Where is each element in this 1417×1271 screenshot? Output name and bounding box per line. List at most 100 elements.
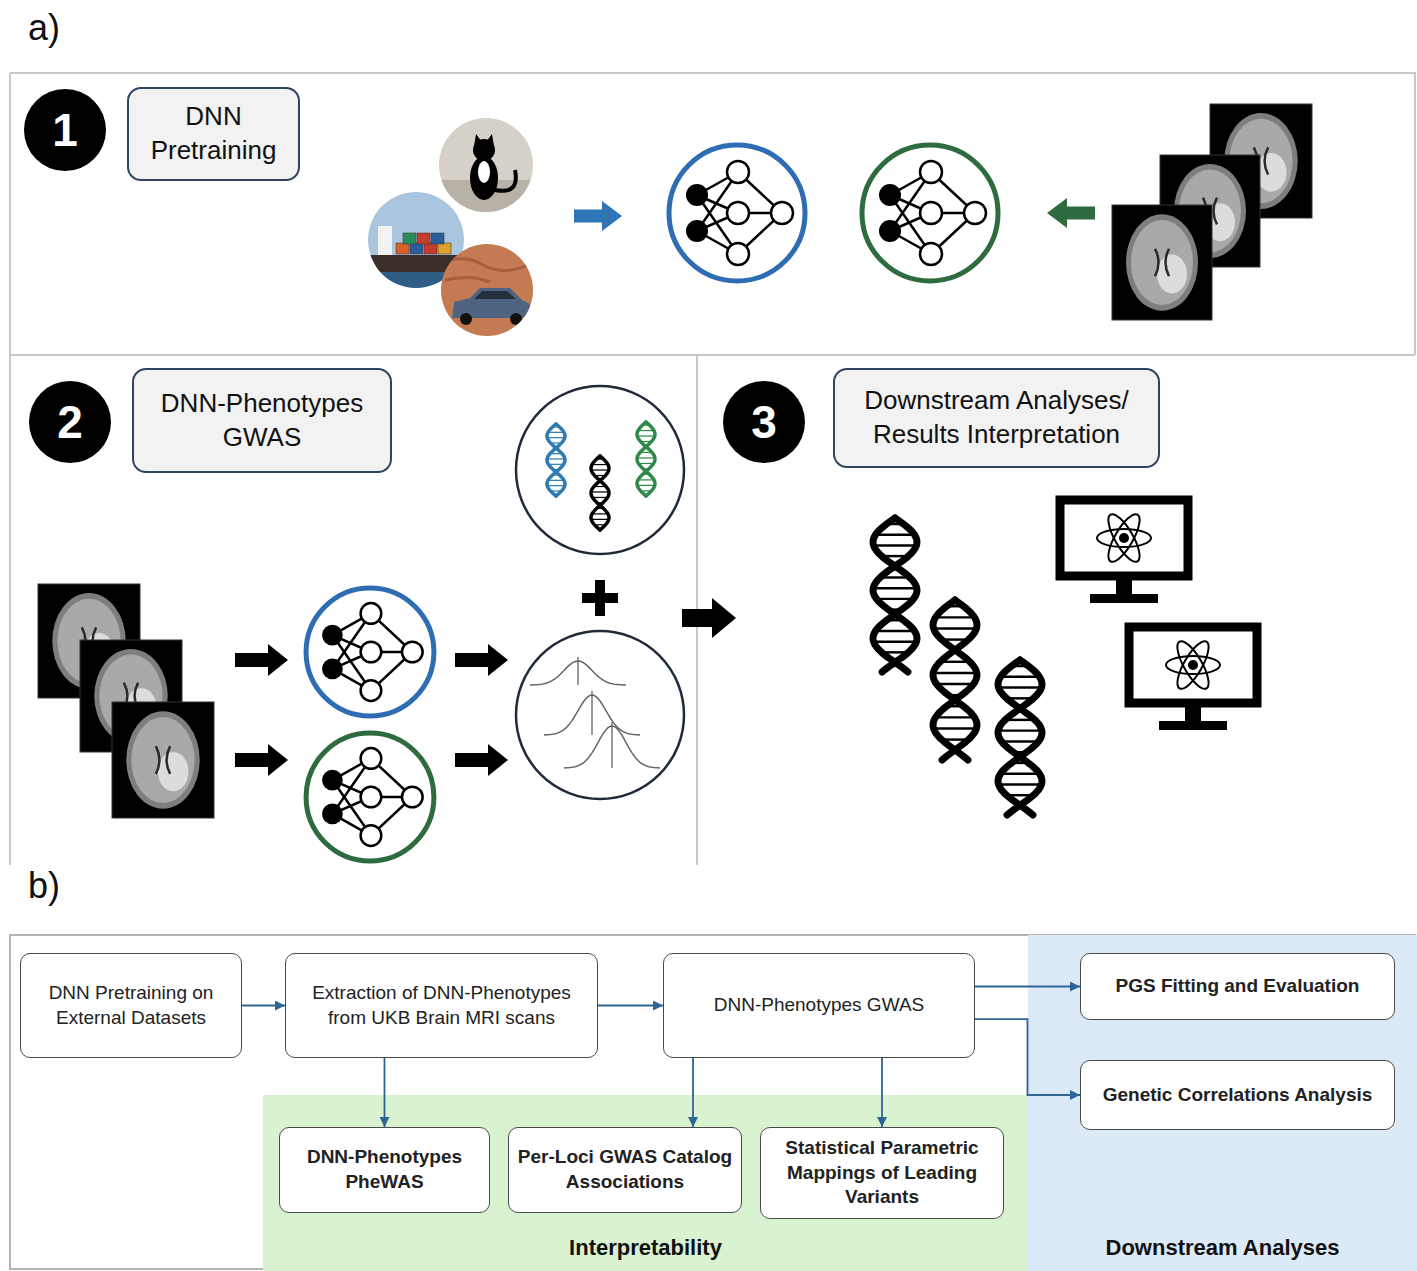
dna-rung bbox=[1000, 772, 1039, 774]
flow-arrow bbox=[455, 744, 508, 776]
dna-strand bbox=[933, 600, 977, 760]
flow-connector bbox=[598, 1005, 663, 1007]
dna-strand bbox=[547, 424, 565, 496]
dna-rung bbox=[935, 616, 974, 618]
box-label: DNN-Phenotypes GWAS bbox=[144, 387, 380, 455]
dna-rung bbox=[934, 727, 977, 729]
dna-strand bbox=[873, 518, 917, 672]
atom-orbit bbox=[1172, 637, 1215, 693]
network-ring bbox=[306, 733, 434, 861]
dna-rung bbox=[547, 485, 565, 486]
network-input bbox=[686, 220, 708, 242]
atom-orbit bbox=[1166, 656, 1220, 674]
network-input bbox=[322, 804, 343, 825]
dna-rung bbox=[637, 457, 655, 458]
network-unit bbox=[920, 243, 942, 265]
ship-container bbox=[403, 233, 416, 244]
dna-rung bbox=[876, 598, 913, 600]
atom-orbit bbox=[1172, 637, 1215, 693]
step-number-text: 3 bbox=[751, 399, 777, 445]
cat-ears bbox=[474, 134, 494, 146]
mri-scan bbox=[112, 702, 214, 818]
step-title-box: DNN Pretraining bbox=[127, 87, 300, 181]
monitor-neck bbox=[1185, 707, 1201, 723]
network-icon bbox=[306, 733, 434, 861]
photo-thumbnail bbox=[441, 244, 533, 336]
dna-rung bbox=[637, 435, 655, 436]
box-label: Genetic Correlations Analysis bbox=[1103, 1083, 1373, 1108]
photo-ground bbox=[439, 118, 533, 212]
network-unit bbox=[727, 202, 749, 224]
flow-connector bbox=[881, 1058, 883, 1127]
step-title-box: DNN-Phenotypes GWAS bbox=[132, 368, 392, 473]
process-box: Extraction of DNN-Phenotypes from UKB Br… bbox=[285, 953, 598, 1058]
dna-helix bbox=[933, 600, 977, 760]
monitor-base bbox=[1090, 594, 1158, 603]
mri-background bbox=[1112, 205, 1212, 320]
phenotype-circle bbox=[516, 631, 684, 799]
atom-orbit bbox=[1103, 510, 1146, 566]
dna-strand bbox=[933, 600, 977, 760]
dna-rung bbox=[873, 587, 917, 589]
dna-rung bbox=[637, 485, 655, 486]
network-unit bbox=[361, 642, 382, 663]
dna-rung bbox=[548, 432, 564, 433]
mri-brain bbox=[131, 717, 194, 803]
car-wheel bbox=[460, 313, 472, 325]
flow-arrow bbox=[235, 644, 288, 676]
box-label: DNN Pretraining on External Datasets bbox=[29, 981, 233, 1030]
network-unit bbox=[361, 825, 382, 846]
dna-rung bbox=[547, 458, 565, 459]
mri-skull bbox=[126, 711, 199, 808]
dna-strand bbox=[998, 660, 1042, 815]
panel-label: a) bbox=[28, 8, 60, 48]
dna-rung bbox=[591, 469, 609, 470]
monitor-frame bbox=[1129, 627, 1257, 703]
mri-background bbox=[112, 702, 214, 818]
dna-rung bbox=[936, 683, 973, 685]
network-ring bbox=[669, 145, 805, 281]
dna-rung bbox=[875, 533, 914, 535]
network-ring bbox=[862, 145, 998, 281]
atom-nucleus bbox=[1188, 660, 1198, 670]
step-number: 2 bbox=[28, 380, 112, 464]
group-band: PGS Fitting and EvaluationGenetic Correl… bbox=[1028, 935, 1417, 1271]
atom-nucleus bbox=[1119, 533, 1129, 543]
box-label: DNN-Phenotypes PheWAS bbox=[288, 1145, 481, 1194]
network-unit bbox=[402, 787, 423, 808]
mri-brain bbox=[1131, 220, 1193, 305]
box-label: Statistical Parametric Mappings of Leadi… bbox=[769, 1136, 995, 1210]
network-unit bbox=[771, 202, 793, 224]
computer-icon bbox=[1060, 500, 1188, 603]
dna-helix bbox=[547, 424, 565, 496]
panel-border bbox=[10, 73, 1415, 865]
box-label: DNN-Phenotypes GWAS bbox=[714, 993, 924, 1018]
car-wheel bbox=[510, 313, 522, 325]
group-title: Interpretability bbox=[569, 1235, 722, 1261]
flow-arrow bbox=[1047, 198, 1095, 228]
atom-orbit bbox=[1103, 510, 1146, 566]
process-box: DNN-Phenotypes PheWAS bbox=[279, 1127, 490, 1213]
box-label: Extraction of DNN-Phenotypes from UKB Br… bbox=[294, 981, 589, 1030]
mri-lesion bbox=[158, 752, 189, 791]
cat-chest bbox=[478, 161, 490, 183]
network-unit bbox=[361, 748, 382, 769]
computer-icon bbox=[1129, 627, 1257, 730]
process-box: Per-Loci GWAS Catalog Associations bbox=[508, 1127, 742, 1213]
dna-rung bbox=[998, 729, 1042, 731]
network-input bbox=[322, 625, 343, 646]
ship-container bbox=[424, 243, 437, 254]
box-label: Per-Loci GWAS Catalog Associations bbox=[517, 1145, 733, 1194]
flow-connector bbox=[384, 1058, 386, 1127]
network-unit bbox=[727, 243, 749, 265]
genotype-circle bbox=[516, 386, 684, 554]
group-title: Downstream Analyses bbox=[1106, 1235, 1340, 1261]
network-unit bbox=[920, 202, 942, 224]
mean-line bbox=[577, 657, 578, 685]
process-box: Statistical Parametric Mappings of Leadi… bbox=[760, 1127, 1004, 1219]
mri-ventricle bbox=[156, 746, 170, 774]
dna-strand bbox=[998, 660, 1042, 815]
ship-container bbox=[417, 233, 430, 244]
process-box: Genetic Correlations Analysis bbox=[1080, 1060, 1395, 1130]
mri-scan bbox=[1112, 205, 1212, 320]
